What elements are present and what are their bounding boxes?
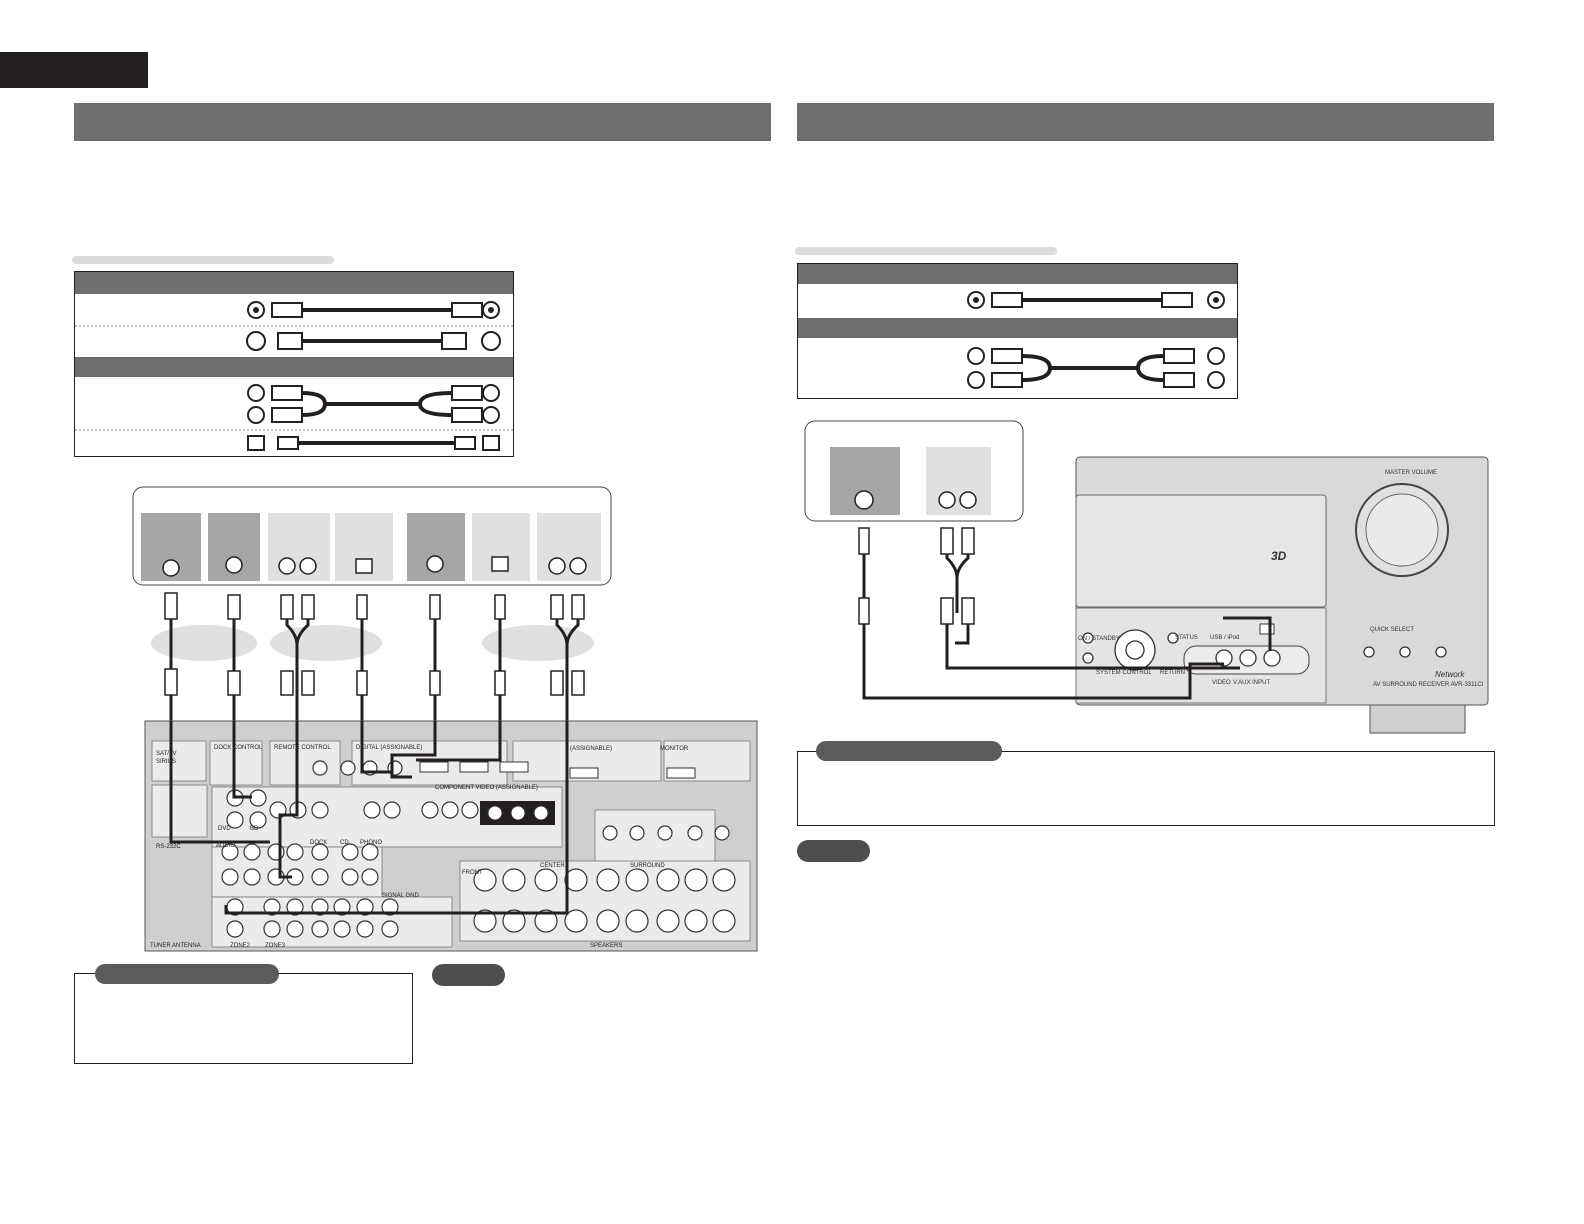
label-network: Network — [1435, 670, 1465, 679]
right-note-heading — [816, 741, 1002, 761]
label-rs232c: RS-232C — [156, 844, 181, 850]
label-monitor: MONITOR — [660, 746, 689, 752]
label-zone2: ZONE2 — [230, 943, 251, 949]
label-sat-tv: SAT/TV — [156, 751, 177, 757]
label-master-volume: MASTER VOLUME — [1385, 470, 1437, 476]
device-audio-out — [268, 513, 330, 581]
device-audio-out-2 — [537, 513, 601, 581]
label-cd: CD — [340, 840, 349, 846]
right-audio-cable-header — [798, 318, 1237, 338]
label-front: FRONT — [462, 870, 483, 876]
video-cable-header — [75, 272, 513, 294]
label-system-control: SYSTEM CONTROL — [1096, 670, 1152, 676]
label-usb-ipod: USB / iPod — [1210, 635, 1239, 641]
right-note-box — [797, 751, 1495, 826]
label-3d: 3D — [1271, 549, 1287, 563]
left-note-heading — [95, 964, 279, 984]
label-model: AV SURROUND RECEIVER AVR-3311CI — [1373, 682, 1484, 688]
label-component-video: COMPONENT VIDEO (ASSIGNABLE) — [435, 785, 538, 791]
right-section-title-bar — [797, 103, 1494, 141]
label-return: RETURN — [1160, 670, 1185, 676]
label-speakers: SPEAKERS — [590, 943, 622, 949]
camcorder-audio-out — [926, 447, 991, 515]
left-cable-table — [74, 271, 514, 457]
label-remote-control: REMOTE CONTROL — [274, 745, 331, 751]
left-note-box — [74, 973, 413, 1064]
right-connection-diagram: MASTER VOLUME 3D Network AV SURROUND REC… — [804, 420, 1489, 734]
label-phono: PHONO — [360, 840, 382, 846]
right-cables-heading-bar — [795, 247, 1057, 255]
left-cable-table-art — [75, 272, 513, 451]
label-zone3: ZONE3 — [265, 943, 286, 949]
label-audio: AUDIO — [216, 843, 235, 849]
right-note-chip — [797, 840, 870, 862]
left-section-title-bar — [74, 103, 771, 141]
label-status: STATUS — [1175, 635, 1198, 641]
right-cable-table — [797, 263, 1238, 399]
label-dvd: DVD — [218, 826, 231, 832]
label-dock-control: DOCK CONTROL — [214, 745, 263, 751]
stereo-rca-cable-row — [247, 384, 500, 424]
right-video-cable-header — [798, 264, 1237, 284]
label-tuner-antenna: TUNER ANTENNA — [150, 943, 201, 949]
label-sirius: SIRIUS — [156, 759, 176, 765]
left-connection-diagram: SAT/TV SIRIUS DOCK CONTROL REMOTE CONTRO… — [132, 486, 758, 952]
label-center: CENTER — [540, 863, 565, 869]
right-cable-table-art — [798, 264, 1237, 389]
audio-cable-header — [75, 357, 513, 377]
left-note-chip — [432, 964, 505, 986]
label-hdmi-assignable: (ASSIGNABLE) — [570, 746, 612, 752]
language-tab — [0, 52, 148, 88]
label-on-standby: ON / STANDBY — [1078, 636, 1120, 642]
receiver-foot — [1369, 704, 1466, 734]
label-video: VIDEO — [1212, 680, 1231, 686]
label-surround: SURROUND — [630, 863, 665, 869]
s-video-cable-row — [246, 331, 501, 351]
label-dock: DOCK — [310, 840, 327, 846]
video-rca-cable-row — [247, 301, 500, 319]
right-stereo-rca-cable-row — [967, 347, 1225, 389]
optical-cable-row — [247, 435, 500, 451]
right-video-rca-cable-row — [967, 291, 1225, 309]
label-v-aux-input: V.AUX INPUT — [1233, 680, 1270, 686]
label-digital-assignable: DIGITAL (ASSIGNABLE) — [356, 745, 422, 751]
label-quick-select: QUICK SELECT — [1370, 627, 1414, 633]
left-cables-heading-bar — [72, 256, 334, 264]
label-signal-gnd: SIGNAL GND — [382, 893, 419, 899]
label-bd: BD — [250, 826, 259, 832]
